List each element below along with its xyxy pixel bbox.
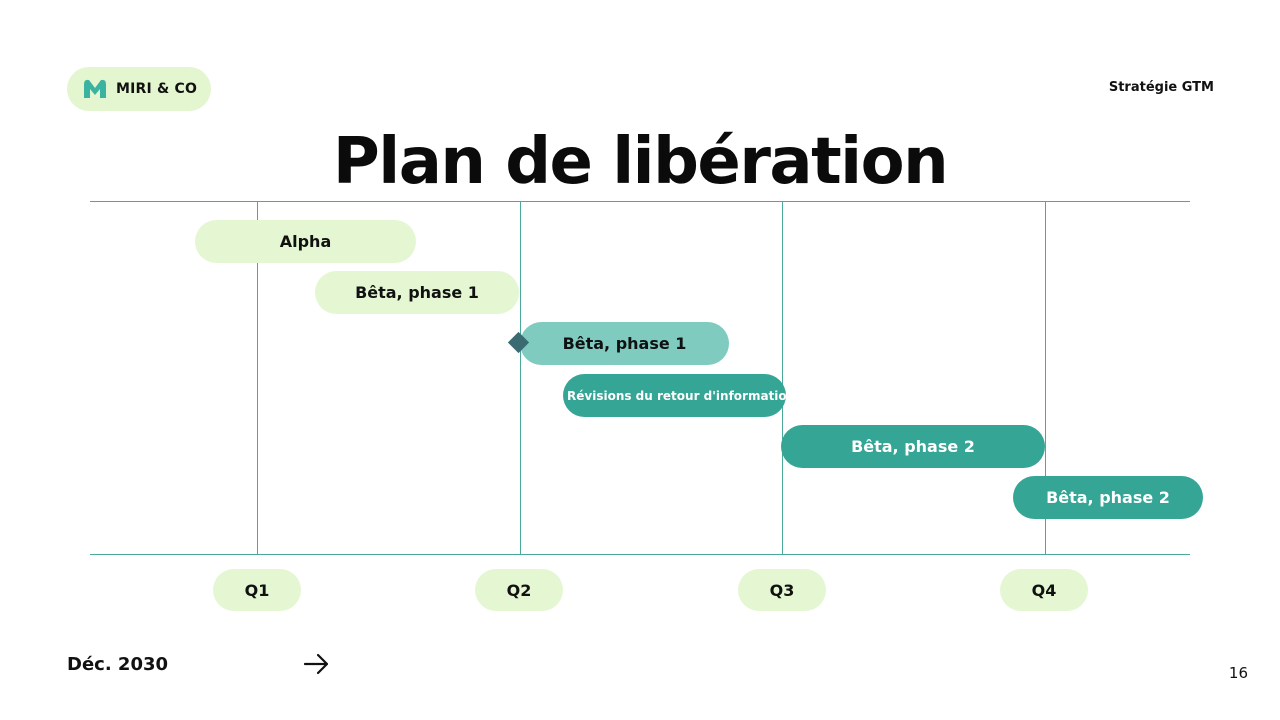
- quarter-label-q2: Q2: [475, 569, 563, 611]
- page-title: Plan de libération: [332, 125, 949, 199]
- quarter-line-q2: [520, 201, 521, 554]
- quarter-line-q3: [782, 201, 783, 554]
- timeline-bar-feedback-revisions: Révisions du retour d'information: [563, 374, 786, 417]
- timeline-bar-beta-phase1-b: Bêta, phase 1: [520, 322, 729, 365]
- page-number: 16: [1228, 664, 1248, 682]
- brand-name: MIRI & CO: [116, 81, 198, 97]
- footer-date: Déc. 2030: [67, 654, 169, 675]
- timeline-top-rule: [90, 201, 1190, 202]
- timeline-bar-alpha: Alpha: [195, 220, 416, 263]
- timeline-bar-beta-phase2-a: Bêta, phase 2: [781, 425, 1045, 468]
- quarter-label-q4: Q4: [1000, 569, 1088, 611]
- brand-badge: MIRI & CO: [67, 67, 211, 111]
- quarter-label-q1: Q1: [213, 569, 301, 611]
- arrow-right-icon[interactable]: [303, 652, 331, 676]
- timeline-bottom-rule: [90, 554, 1190, 555]
- quarter-line-q4: [1045, 201, 1046, 554]
- quarter-label-q3: Q3: [738, 569, 826, 611]
- header-tag: Stratégie GTM: [1108, 80, 1214, 95]
- quarter-line-q1: [257, 201, 258, 554]
- timeline-bar-beta-phase2-b: Bêta, phase 2: [1013, 476, 1203, 519]
- m-logo-icon: [84, 79, 106, 98]
- timeline-bar-beta-phase1-a: Bêta, phase 1: [315, 271, 519, 314]
